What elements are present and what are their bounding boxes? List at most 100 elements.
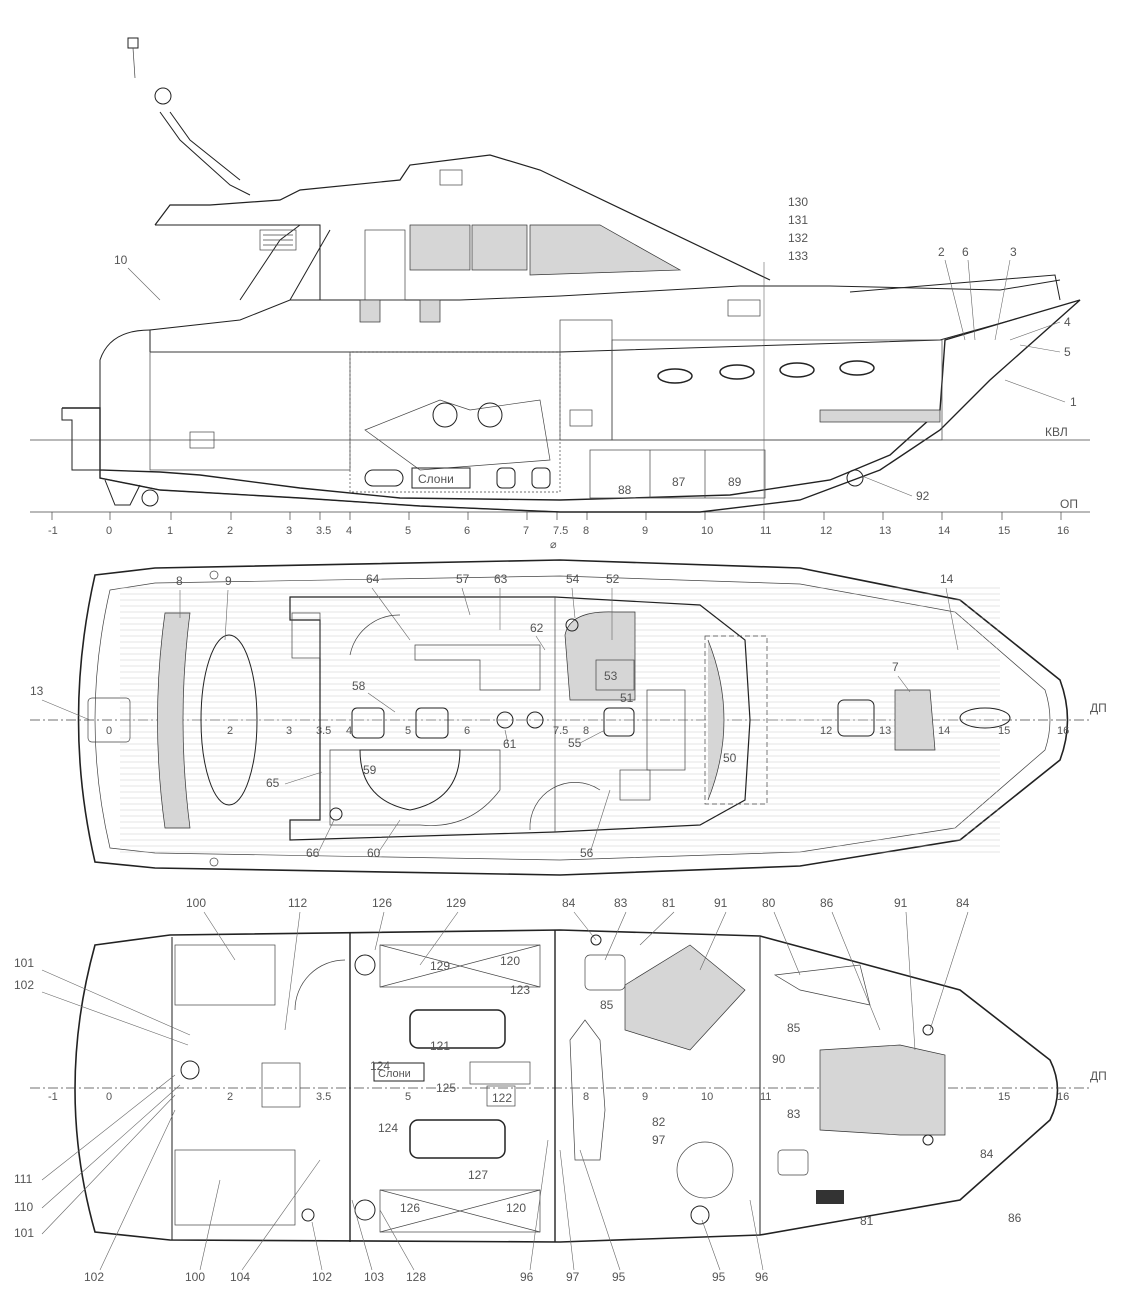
deck-label: 53 — [604, 669, 618, 683]
lower-bottom-label: 97 — [566, 1270, 580, 1284]
deck-label: 55 — [568, 736, 582, 750]
lower-inner-label: 124 — [370, 1059, 390, 1073]
deck-frame-number: 16 — [1057, 725, 1069, 737]
deck-label-leader — [579, 729, 606, 744]
deck-label-leader — [535, 635, 546, 651]
lower-top-label: 80 — [762, 896, 776, 910]
lower-left-label: 101 — [14, 1226, 34, 1240]
side-label: 1 — [1070, 395, 1077, 409]
lower-top-label-leader — [203, 911, 236, 961]
helm-chair-2 — [415, 707, 449, 739]
vent-grille — [259, 229, 297, 251]
side-label-leader — [994, 259, 1011, 341]
deck-label: 66 — [306, 846, 320, 860]
sun-pad — [894, 689, 936, 751]
lower-bottom-label: 128 — [406, 1270, 426, 1284]
pilot-settee — [564, 611, 636, 701]
lower-frame-number: -1 — [48, 1091, 58, 1103]
side-label-leader — [1019, 344, 1061, 353]
lower-centerline-label: ДП — [1090, 1069, 1107, 1083]
aft-berth-port — [174, 944, 276, 1006]
helm-console — [646, 689, 686, 771]
deck-label-leader — [945, 587, 959, 651]
pilot-table — [595, 659, 635, 691]
frame-number: 9 — [642, 525, 648, 537]
porthole-1 — [657, 368, 693, 384]
washbasin — [180, 1060, 200, 1080]
lower-left-label: 111 — [14, 1172, 33, 1186]
deck-label: 14 — [940, 572, 954, 586]
lower-bottom-label: 95 — [612, 1270, 626, 1284]
deck-frame-number: 4 — [346, 725, 352, 737]
deck-label: 52 — [606, 572, 620, 586]
lower-left-label: 110 — [14, 1200, 33, 1214]
frame-number: 13 — [879, 525, 891, 537]
deck-label-leader — [504, 729, 509, 745]
frame-number: 7 — [523, 525, 529, 537]
deck-label: 13 — [30, 684, 44, 698]
side-label: 6 — [962, 245, 969, 259]
deck-label: 60 — [367, 846, 381, 860]
winch-54 — [565, 618, 579, 632]
lower-top-label-leader — [699, 911, 727, 971]
lower-inner-label: 123 — [510, 983, 530, 997]
deck-label: 58 — [352, 679, 366, 693]
flybridge-pillar-2 — [289, 229, 331, 301]
u-settee — [329, 749, 501, 826]
engine-turbo-2 — [477, 402, 503, 428]
generator — [469, 1061, 531, 1085]
lower-inner-label: 125 — [436, 1081, 456, 1095]
engine-turbo-1 — [432, 402, 458, 428]
aft-berth-stbd — [174, 1149, 296, 1226]
lower-top-label: 86 — [820, 896, 834, 910]
frame-number: 16 — [1057, 525, 1069, 537]
lower-bottom-label: 100 — [185, 1270, 205, 1284]
forward-toilet — [569, 409, 593, 427]
lower-frame-number: 5 — [405, 1091, 411, 1103]
frame-number: 1 — [167, 525, 173, 537]
lower-inner-label: 126 — [400, 1201, 420, 1215]
side-label: 130 — [788, 195, 808, 209]
helm-seat-1 — [359, 299, 381, 323]
frame-number: 15 — [998, 525, 1010, 537]
lower-left-label-leader — [41, 1094, 176, 1235]
lower-frame-number: 3.5 — [316, 1091, 331, 1103]
bridge-panel — [727, 299, 761, 317]
engine-block — [364, 399, 551, 471]
deck-label: 61 — [503, 737, 517, 751]
deck-label-leader — [461, 587, 471, 616]
deck-label-leader — [571, 587, 576, 619]
side-label: 133 — [788, 249, 808, 263]
lower-inner-label: 121 — [430, 1039, 450, 1053]
deck-frame-number: 5 — [405, 725, 411, 737]
windscreen — [707, 639, 725, 801]
helm-chair-1 — [351, 707, 385, 739]
deck-label: 54 — [566, 572, 580, 586]
deck-label: 62 — [530, 621, 544, 635]
deck-label: 59 — [363, 763, 377, 777]
lower-frame-number: 16 — [1057, 1091, 1069, 1103]
lower-frame-number: 15 — [998, 1091, 1010, 1103]
waterline-label: КВЛ — [1045, 425, 1068, 439]
frame-number: 4 — [346, 525, 352, 537]
fly-helm-seat — [439, 169, 463, 186]
lower-inner-label: 120 — [500, 954, 520, 968]
deck-label-leader — [284, 771, 323, 785]
frame-number: 0 — [106, 525, 112, 537]
light-84c — [590, 934, 602, 946]
lower-bottom-label-leader — [701, 1219, 721, 1271]
gear-box — [486, 1085, 516, 1107]
companionway — [569, 1019, 606, 1161]
fuel-tank-1 — [364, 469, 404, 487]
lower-frame-number: 0 — [106, 1091, 112, 1103]
water-heater-2 — [354, 1199, 376, 1221]
lower-bottom-label: 103 — [364, 1270, 384, 1284]
lower-inner-label: 85 — [787, 1021, 801, 1035]
lower-top-label: 83 — [614, 896, 628, 910]
frame-number: 11 — [760, 525, 771, 537]
v-berth — [819, 409, 941, 423]
side-label-leader — [944, 259, 966, 341]
winch-66 — [329, 807, 343, 821]
